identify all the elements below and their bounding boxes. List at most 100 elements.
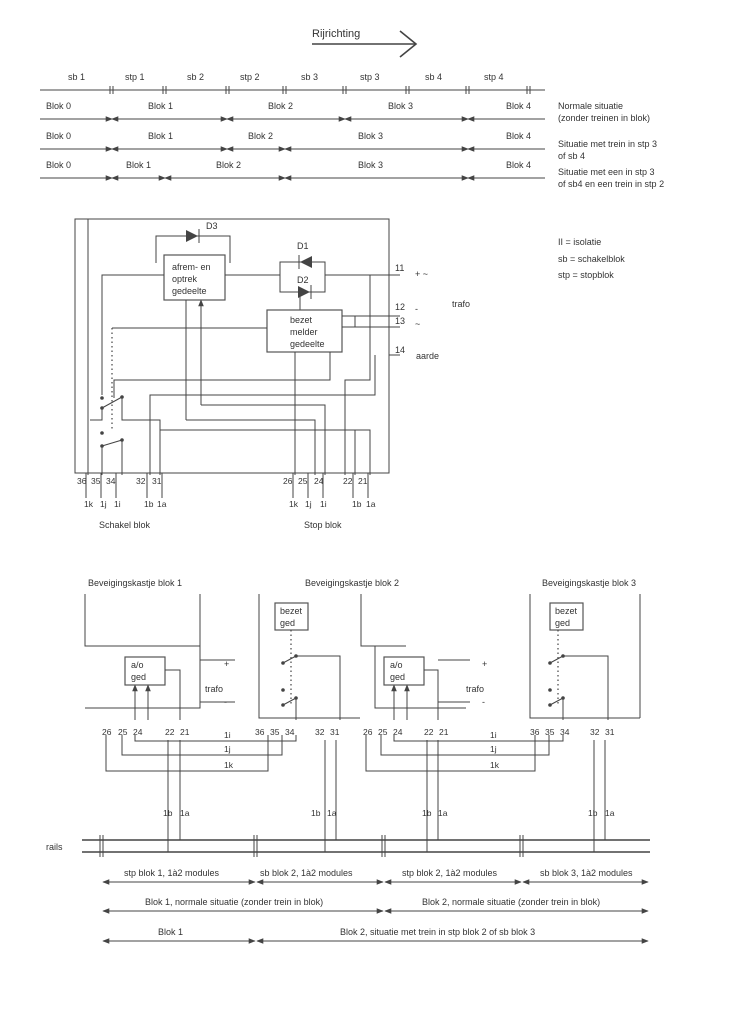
wire-label-1j: 1j — [224, 744, 231, 754]
pin-number: 26 — [363, 727, 373, 737]
pin-number: 24 — [314, 476, 324, 486]
plus-sign: + — [482, 659, 487, 669]
terminal-13: 13 — [395, 316, 405, 326]
pin-number: 24 — [393, 727, 403, 737]
situation-desc: Situatie met een in stp 3 — [558, 167, 655, 177]
situation-desc: of sb 4 — [558, 151, 585, 161]
pin-number: 32 — [315, 727, 325, 737]
bottom-wiring: Beveigingskastje blok 1 Beveigingskastje… — [46, 578, 650, 944]
pin-label: 1i — [114, 499, 121, 509]
box2-title: Beveigingskastje blok 2 — [305, 578, 399, 588]
pin-number: 32 — [136, 476, 146, 486]
pin-number: 36 — [530, 727, 540, 737]
label-1b: 1b — [311, 808, 321, 818]
label-1b: 1b — [588, 808, 598, 818]
label-1a: 1a — [438, 808, 448, 818]
segment-label: sb 4 — [425, 72, 442, 82]
pin-number: 36 — [77, 476, 87, 486]
caption-schakel-blok: Schakel blok — [99, 520, 151, 530]
bezet-label: ged — [555, 618, 570, 628]
wire-label-1j: 1j — [490, 744, 497, 754]
wire-label-1k: 1k — [224, 760, 234, 770]
block-label: Blok 0 — [46, 101, 71, 111]
block-label: Blok 3 — [388, 101, 413, 111]
legend-item: II = isolatie — [558, 237, 601, 247]
diode-d3-icon — [155, 229, 231, 263]
block-label: Blok 2 — [216, 160, 241, 170]
pin-number: 25 — [118, 727, 128, 737]
span-label: Blok 2, situatie met trein in stp blok 2… — [340, 927, 535, 937]
pin-number: 34 — [560, 727, 570, 737]
diode-d3-label: D3 — [206, 221, 218, 231]
label-1a: 1a — [605, 808, 615, 818]
trafo-label: trafo — [205, 684, 223, 694]
pin-label: 1a — [366, 499, 376, 509]
pin-number: 34 — [285, 727, 295, 737]
direction-arrow-icon — [312, 30, 418, 58]
segment-row: sb 1 stp 1 sb 2 stp 2 sb 3 stp 3 sb 4 st… — [40, 72, 545, 94]
afrem-label: optrek — [172, 274, 198, 284]
terminal-14: 14 — [395, 345, 405, 355]
pin-number: 25 — [378, 727, 388, 737]
pin-number: 24 — [133, 727, 143, 737]
legend-item: stp = stopblok — [558, 270, 614, 280]
segment-label: sb 1 — [68, 72, 85, 82]
block-label: Blok 1 — [148, 131, 173, 141]
bezet-melder-label: gedeelte — [290, 339, 325, 349]
isolation-marks — [109, 86, 531, 94]
bezet-label: bezet — [280, 606, 303, 616]
label-1b: 1b — [422, 808, 432, 818]
relay-switch-icon — [100, 395, 124, 448]
span-label: Blok 2, normale situatie (zonder trein i… — [422, 897, 600, 907]
diode-d1-label: D1 — [297, 241, 309, 251]
pin-label: 1b — [352, 499, 362, 509]
block-label: Blok 4 — [506, 131, 531, 141]
situation-desc: Situatie met trein in stp 3 — [558, 139, 657, 149]
afrem-label: afrem- en — [172, 262, 211, 272]
span-label: stp blok 1, 1à2 modules — [124, 868, 220, 878]
situation-train-stp3: Blok 0 Blok 1 Blok 2 Blok 3 Blok 4 Situa… — [40, 131, 657, 161]
box1-title: Beveigingskastje blok 1 — [88, 578, 182, 588]
span-label: sb blok 2, 1à2 modules — [260, 868, 353, 878]
trafo-label: trafo — [466, 684, 484, 694]
segment-label: stp 3 — [360, 72, 380, 82]
pin-number: 21 — [439, 727, 449, 737]
pin-number: 31 — [605, 727, 615, 737]
bezet-melder-label: bezet — [290, 315, 313, 325]
terminal-13-sign: ~ — [415, 319, 420, 329]
trafo-label: trafo — [452, 299, 470, 309]
block-label: Blok 2 — [268, 101, 293, 111]
pin-label: 1i — [320, 499, 327, 509]
block-label: Blok 4 — [506, 160, 531, 170]
situation-desc: Normale situatie — [558, 101, 623, 111]
minus-sign: - — [224, 697, 227, 707]
segment-label: stp 4 — [484, 72, 504, 82]
pin-number: 31 — [330, 727, 340, 737]
pin-number: 31 — [152, 476, 162, 486]
caption-stop-blok: Stop blok — [304, 520, 342, 530]
bezet-melder-box — [266, 309, 343, 353]
span-label: sb blok 3, 1à2 modules — [540, 868, 633, 878]
label-1a: 1a — [180, 808, 190, 818]
pin-label: 1k — [84, 499, 94, 509]
terminal-14-label: aarde — [416, 351, 439, 361]
pin-number: 26 — [283, 476, 293, 486]
bezet-label: ged — [280, 618, 295, 628]
legend-item: sb = schakelblok — [558, 254, 625, 264]
ao-label: a/o — [390, 660, 403, 670]
bezet-label: bezet — [555, 606, 578, 616]
label-1b: 1b — [163, 808, 173, 818]
wire-label-1k: 1k — [490, 760, 500, 770]
relay-switch-icon — [281, 654, 298, 707]
pin-label: 1j — [305, 499, 312, 509]
pin-number: 35 — [270, 727, 280, 737]
situation-desc: of sb4 en een trein in stp 2 — [558, 179, 664, 189]
segment-label: sb 2 — [187, 72, 204, 82]
ao-label: a/o — [131, 660, 144, 670]
pin-number: 32 — [590, 727, 600, 737]
direction-label: Rijrichting — [312, 28, 360, 40]
situation-desc: (zonder treinen in blok) — [558, 113, 650, 123]
ao-ged-box-2 — [383, 656, 425, 686]
pin-label: 1a — [157, 499, 167, 509]
